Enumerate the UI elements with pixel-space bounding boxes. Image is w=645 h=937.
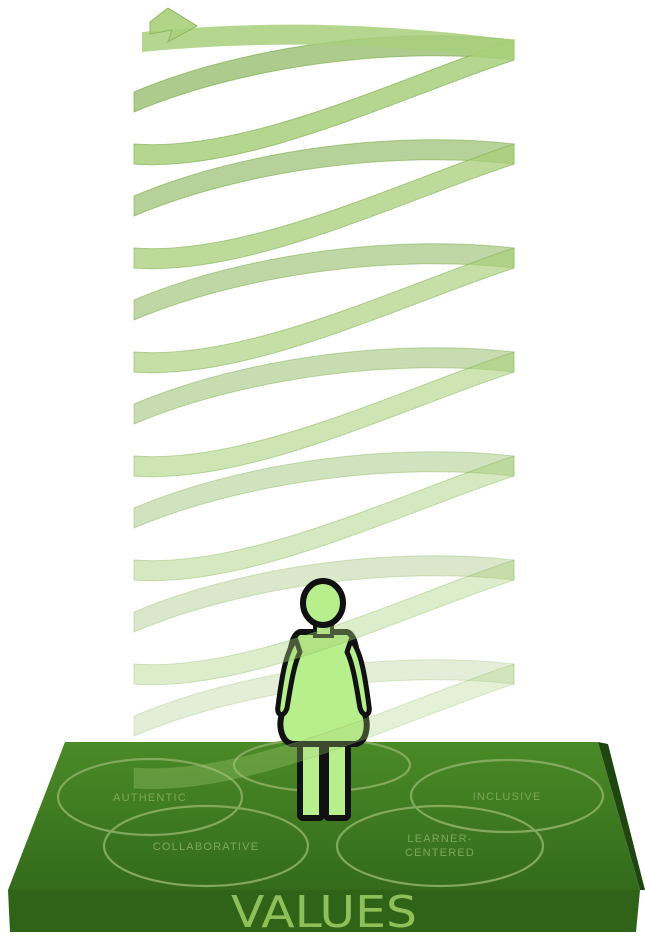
circle-label-centered: CENTERED [405,847,475,859]
platform-label: VALUES [231,887,417,937]
circle-label-inclusive: INCLUSIVE [473,791,542,803]
circle-label-collaborative: COLLABORATIVE [153,841,259,853]
person-head [303,581,343,625]
circle-label-learner: LEARNER- [407,833,472,845]
circle-label-authentic: AUTHENTIC [113,792,187,804]
